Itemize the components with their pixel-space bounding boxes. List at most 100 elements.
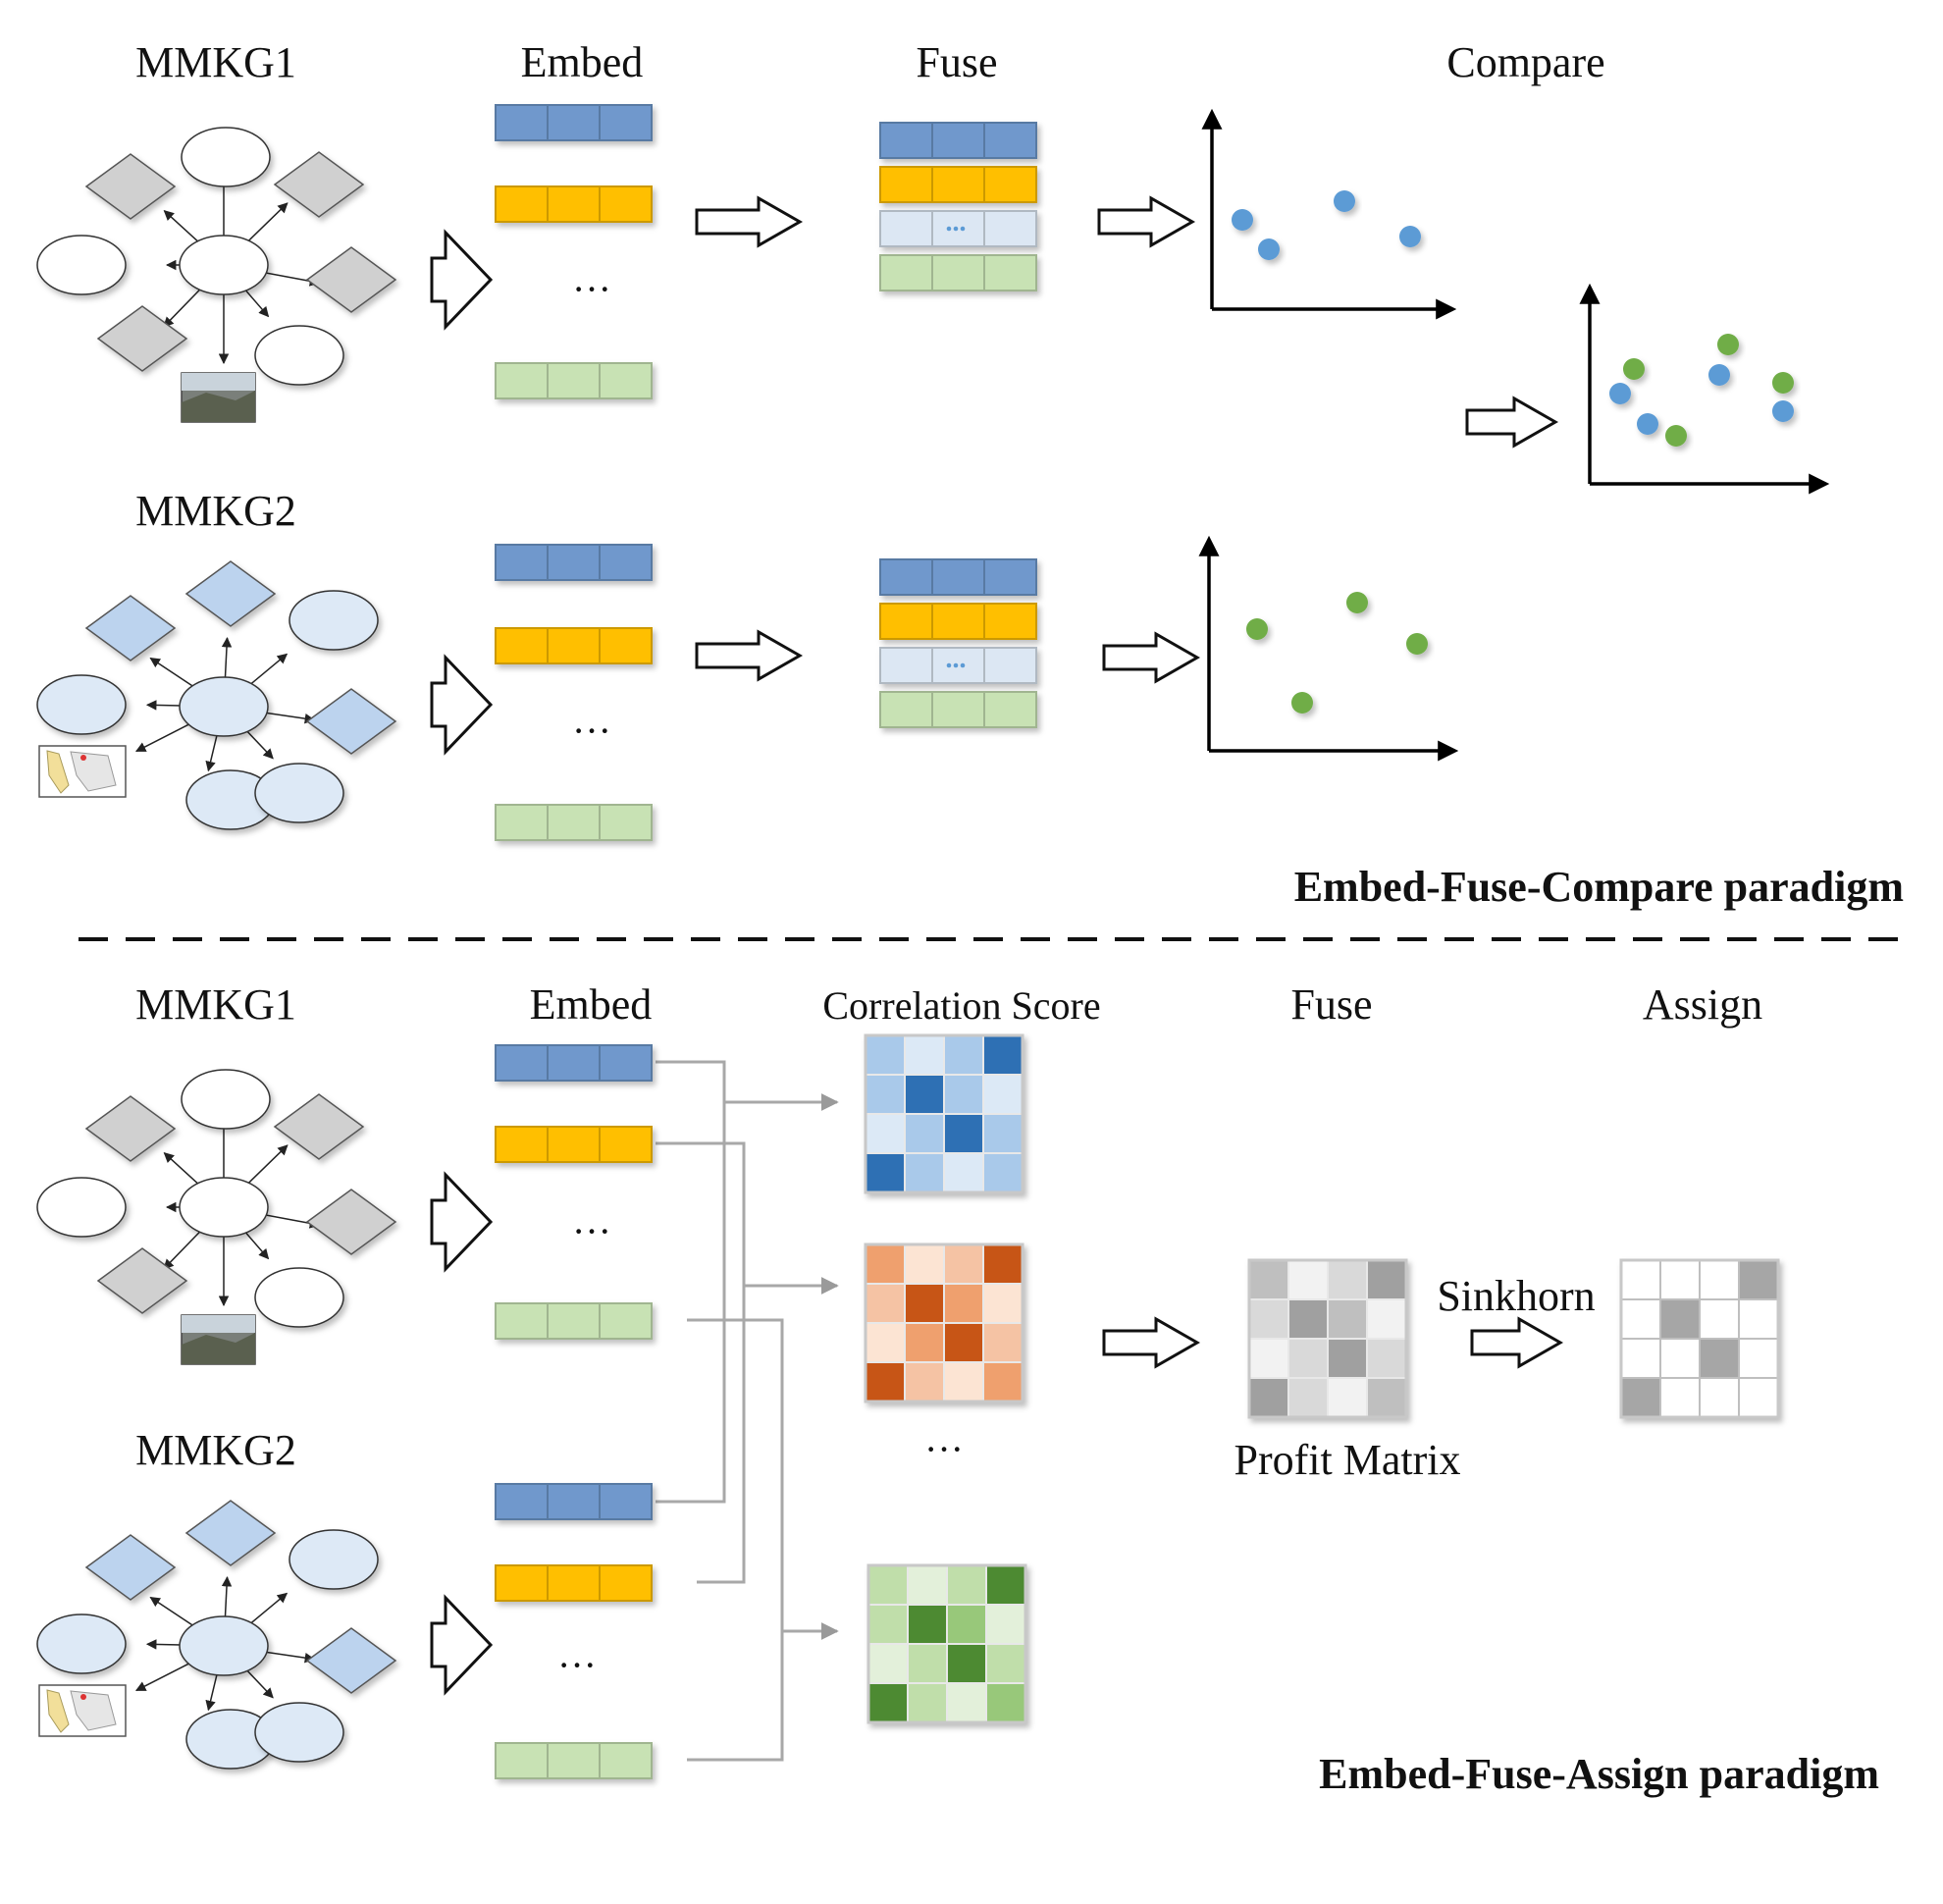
embed-bar-blue — [495, 104, 653, 141]
matrix-cell — [982, 1283, 1024, 1324]
matrix-cell — [982, 1243, 1024, 1285]
embed-cell — [931, 558, 985, 596]
embed-bar-yellow — [495, 1126, 653, 1163]
matrix-cell — [946, 1564, 987, 1606]
embed-bar-yellow — [495, 185, 653, 223]
matrix-cell — [943, 1074, 984, 1115]
point-green — [1406, 633, 1428, 655]
point-green — [1772, 372, 1794, 394]
map-marker — [80, 1694, 86, 1700]
map-area — [70, 751, 117, 792]
map-marker — [80, 755, 86, 761]
entity-node — [254, 1702, 344, 1763]
point-blue — [1232, 209, 1253, 231]
image-hills — [182, 391, 255, 422]
attribute-node — [184, 560, 277, 627]
embed-cell — [879, 691, 933, 728]
matrix-cell — [1287, 1298, 1329, 1340]
hollow-arrow-shape — [1102, 631, 1201, 684]
matrix-cell — [1248, 1259, 1289, 1300]
embed-cell — [879, 122, 933, 159]
embed-cell — [931, 210, 985, 247]
embed-cell — [547, 1302, 601, 1340]
attribute-node — [273, 1093, 365, 1160]
matrix-cell — [1659, 1259, 1701, 1300]
point-blue — [1609, 383, 1631, 404]
embed-cell — [983, 691, 1037, 728]
embed-cell — [879, 254, 933, 291]
top-paradigm-title: Embed-Fuse-Compare paradigm — [1294, 863, 1904, 911]
embed-cell — [599, 1564, 653, 1602]
point-green — [1346, 592, 1368, 613]
fused-bar-green — [879, 691, 1037, 728]
matrix-cell — [982, 1074, 1024, 1115]
top-embed-kg1: ··· — [495, 104, 653, 399]
matrix-cell — [865, 1361, 906, 1402]
embed-cell — [599, 1126, 653, 1163]
sinkhorn-arrow — [1470, 1316, 1564, 1369]
image-node-icon — [181, 1314, 256, 1365]
matrix-border — [864, 1033, 1024, 1194]
point-green — [1717, 334, 1739, 355]
embed-cell — [495, 104, 549, 141]
entity-node — [179, 1615, 269, 1676]
embed-bar-yellow — [495, 627, 653, 664]
embed-bar-blue — [495, 1044, 653, 1082]
dot — [960, 226, 966, 232]
matrix-cell — [946, 1682, 987, 1723]
matrix-cell — [943, 1034, 984, 1076]
attribute-node — [84, 1534, 177, 1601]
entity-node — [289, 590, 379, 651]
embed-cell — [879, 558, 933, 596]
embed-cell — [495, 1483, 549, 1520]
embed-cell — [599, 804, 653, 841]
plot-axes — [1198, 535, 1459, 762]
embed-connectors — [656, 1060, 839, 1762]
point-blue — [1772, 400, 1794, 422]
bottom-block-arrow-2 — [430, 1594, 494, 1696]
matrix-cell — [1248, 1298, 1289, 1340]
assignment-matrix — [1619, 1258, 1780, 1419]
matrix-cell — [943, 1283, 984, 1324]
matrix-cell — [904, 1034, 945, 1076]
entity-node — [36, 1177, 127, 1238]
matrix-cell — [1659, 1338, 1701, 1379]
plot-axes — [1579, 283, 1830, 495]
matrix-cell — [985, 1604, 1026, 1645]
embed-cell — [495, 804, 549, 841]
matrix-cell — [1659, 1298, 1701, 1340]
embed-cell — [495, 1044, 549, 1082]
matrix-cell — [904, 1243, 945, 1285]
matrix-cell — [943, 1113, 984, 1154]
embed-cell — [495, 627, 549, 664]
matrix-cell — [865, 1243, 906, 1285]
embed-cell — [547, 362, 601, 399]
bottom-kg2-label: MMKG2 — [135, 1426, 296, 1474]
matrix-cell — [1738, 1259, 1779, 1300]
hollow-arrow-shape — [1097, 195, 1196, 248]
dot — [946, 226, 952, 232]
embed-cell — [983, 166, 1037, 203]
entity-node — [181, 127, 271, 187]
matrix-cell — [1659, 1377, 1701, 1418]
matrix-cell — [946, 1643, 987, 1684]
matrix-cell — [867, 1682, 909, 1723]
matrix-cell — [946, 1604, 987, 1645]
matrix-cell — [867, 1564, 909, 1606]
scatter-kg1 — [1201, 108, 1457, 320]
embed-cell — [599, 1044, 653, 1082]
embed-cell — [931, 647, 985, 684]
bottom-kg1-graph — [36, 1069, 397, 1365]
matrix-cell — [1738, 1338, 1779, 1379]
embed-cell — [547, 544, 601, 581]
bottom-assign-label: Assign — [1643, 980, 1762, 1029]
matrix-cell — [1327, 1377, 1368, 1418]
embed-cell — [495, 362, 549, 399]
matrix-cell — [982, 1322, 1024, 1363]
embed-cell — [983, 558, 1037, 596]
bottom-embed-kg1: ··· — [495, 1044, 653, 1340]
matrix-cell — [1620, 1377, 1661, 1418]
profit-matrix — [1247, 1258, 1408, 1419]
embed-cell — [931, 603, 985, 640]
point-green — [1246, 618, 1268, 640]
